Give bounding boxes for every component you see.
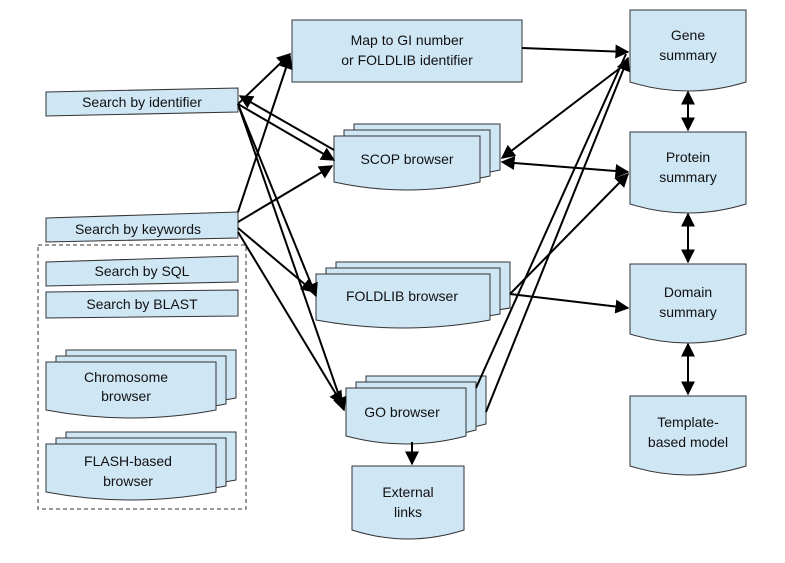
svg-text:summary: summary bbox=[659, 47, 717, 63]
svg-text:Protein: Protein bbox=[666, 149, 710, 165]
scop-browser-node[interactable]: SCOP browser bbox=[333, 123, 501, 191]
svg-text:External: External bbox=[382, 484, 433, 500]
svg-text:based model: based model bbox=[648, 434, 728, 450]
arrow-identifier-foldlib bbox=[237, 103, 318, 298]
arrow-identifier-scop bbox=[237, 103, 336, 161]
svg-text:Search by identifier: Search by identifier bbox=[82, 94, 202, 110]
arrow-foldlib-domain bbox=[509, 293, 630, 314]
arrow-keywords-scop bbox=[237, 165, 334, 223]
svg-text:summary: summary bbox=[659, 169, 717, 185]
svg-text:links: links bbox=[394, 504, 422, 520]
arrow-keywords-go bbox=[237, 231, 343, 406]
protein-summary-node[interactable]: Protein summary bbox=[629, 131, 747, 214]
svg-text:Gene: Gene bbox=[671, 27, 705, 43]
svg-text:Template-: Template- bbox=[657, 414, 719, 430]
arrow-map-gene bbox=[521, 44, 630, 59]
arrow-gene-scop bbox=[500, 61, 629, 159]
svg-text:summary: summary bbox=[659, 304, 717, 320]
template-model-node[interactable]: Template- based model bbox=[629, 395, 747, 476]
svg-text:Chromosome: Chromosome bbox=[84, 369, 168, 385]
arrow-keywords-foldlib bbox=[237, 227, 316, 293]
search-keywords-node[interactable]: Search by keywords bbox=[45, 211, 239, 243]
gene-summary-node[interactable]: Gene summary bbox=[629, 9, 747, 92]
search-sql-node[interactable]: Search by SQL bbox=[45, 255, 239, 287]
svg-text:FOLDLIB browser: FOLDLIB browser bbox=[346, 288, 458, 304]
svg-text:or FOLDLIB identifier: or FOLDLIB identifier bbox=[341, 52, 473, 68]
chromosome-browser-node[interactable]: Chromosome browser bbox=[45, 349, 237, 419]
flash-browser-node[interactable]: FLASH-based browser bbox=[45, 431, 237, 501]
external-links-node[interactable]: External links bbox=[351, 465, 465, 540]
search-identifier-node[interactable]: Search by identifier bbox=[45, 87, 239, 117]
arrow-scop-protein bbox=[500, 156, 630, 178]
arrow-keywords-map bbox=[237, 54, 293, 213]
svg-text:Search by BLAST: Search by BLAST bbox=[86, 296, 198, 312]
arrow-scop-identifier bbox=[238, 95, 335, 151]
optional-group-border bbox=[37, 244, 247, 510]
arrow-foldlib-protein bbox=[509, 173, 629, 295]
svg-text:SCOP browser: SCOP browser bbox=[360, 151, 453, 167]
svg-text:FLASH-based: FLASH-based bbox=[84, 453, 172, 469]
svg-text:Domain: Domain bbox=[664, 284, 712, 300]
svg-text:Map to GI number: Map to GI number bbox=[351, 32, 464, 48]
svg-text:browser: browser bbox=[103, 473, 153, 489]
search-blast-node[interactable]: Search by BLAST bbox=[45, 289, 239, 319]
svg-text:GO browser: GO browser bbox=[364, 404, 440, 420]
arrow-go-gene bbox=[485, 56, 630, 413]
arrow-go-gene-2 bbox=[475, 53, 627, 389]
domain-summary-node[interactable]: Domain summary bbox=[629, 263, 747, 344]
go-browser-node[interactable]: GO browser bbox=[345, 375, 487, 445]
foldlib-browser-node[interactable]: FOLDLIB browser bbox=[315, 261, 511, 329]
arrows bbox=[237, 44, 695, 466]
arrow-identifier-go bbox=[237, 103, 347, 412]
svg-text:Search by keywords: Search by keywords bbox=[75, 221, 201, 237]
svg-text:browser: browser bbox=[101, 388, 151, 404]
map-gi-node[interactable]: Map to GI number or FOLDLIB identifier bbox=[291, 19, 523, 83]
svg-text:Search by SQL: Search by SQL bbox=[95, 263, 190, 279]
